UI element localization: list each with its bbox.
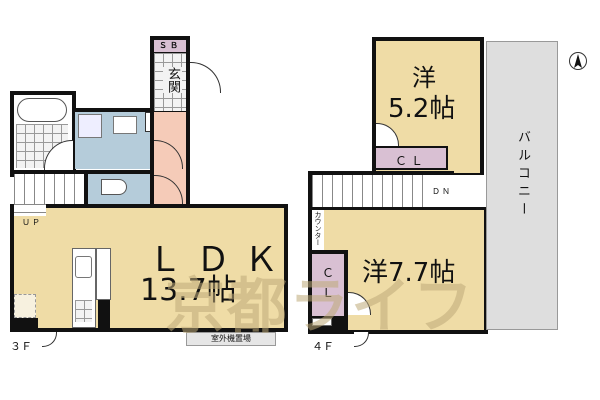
entrance-label: 玄関 xyxy=(163,67,182,93)
floor-4f-label: ４Ｆ xyxy=(312,340,334,353)
stairs-dn-label: ＤＮ xyxy=(432,187,452,196)
toilet-icon xyxy=(101,179,127,195)
toilet-wall xyxy=(84,170,88,206)
balcony[interactable]: バルコニー xyxy=(486,41,558,330)
front-door-icon[interactable] xyxy=(190,62,221,93)
staircase-3f xyxy=(14,174,84,206)
pantry-x xyxy=(14,294,36,318)
room2-closet-c: Ｃ xyxy=(322,266,335,280)
room2-label: 洋7.7帖 xyxy=(362,258,456,288)
room1-closet-label: ＣＬ xyxy=(394,154,427,168)
outdoor-unit-area: 室外機置場 xyxy=(186,332,276,346)
balcony-label: バルコニー xyxy=(515,130,530,220)
stairs-up-label: ＵＰ xyxy=(22,218,42,227)
ldk-label: ＬＤＫ xyxy=(148,240,292,280)
staircase-4f[interactable] xyxy=(312,175,432,207)
ldk-room[interactable] xyxy=(14,208,284,328)
room1-size: 5.2帖 xyxy=(388,94,456,124)
counter: カウンター xyxy=(312,210,324,250)
room2-closet[interactable]: Ｃ Ｌ xyxy=(312,254,344,316)
kitchen-sink-icon xyxy=(75,256,92,278)
compass-icon xyxy=(569,52,587,70)
shoe-box: ＳＢ xyxy=(154,40,186,52)
shoe-box-label: ＳＢ xyxy=(159,41,181,50)
stair-landing xyxy=(424,175,484,207)
fridge-block xyxy=(98,300,110,328)
floor-3f-label: ３Ｆ xyxy=(10,340,32,353)
room1-type: 洋 xyxy=(412,64,436,92)
balcony-door-3f-icon xyxy=(42,332,57,347)
washing-machine-icon xyxy=(78,114,102,138)
room2-closet-x xyxy=(312,318,332,326)
staircase-3f-lower xyxy=(14,204,46,216)
fridge-space xyxy=(96,248,111,300)
wall-h1 xyxy=(10,170,155,174)
room2-closet-l: Ｌ xyxy=(322,286,335,300)
entrance[interactable]: 玄関 xyxy=(154,53,186,111)
ldk-size: 13.7帖 xyxy=(140,273,237,308)
corner-block xyxy=(14,318,38,328)
bathtub-icon xyxy=(17,98,67,122)
outdoor-unit-label: 室外機置場 xyxy=(211,334,251,343)
sink-icon xyxy=(113,116,137,134)
stove-icon xyxy=(75,300,92,322)
balcony-door-4f-icon xyxy=(354,332,369,347)
wet-area-wall xyxy=(72,108,154,112)
counter-label: カウンター xyxy=(314,211,322,246)
room1-closet[interactable]: ＣＬ xyxy=(376,146,448,170)
